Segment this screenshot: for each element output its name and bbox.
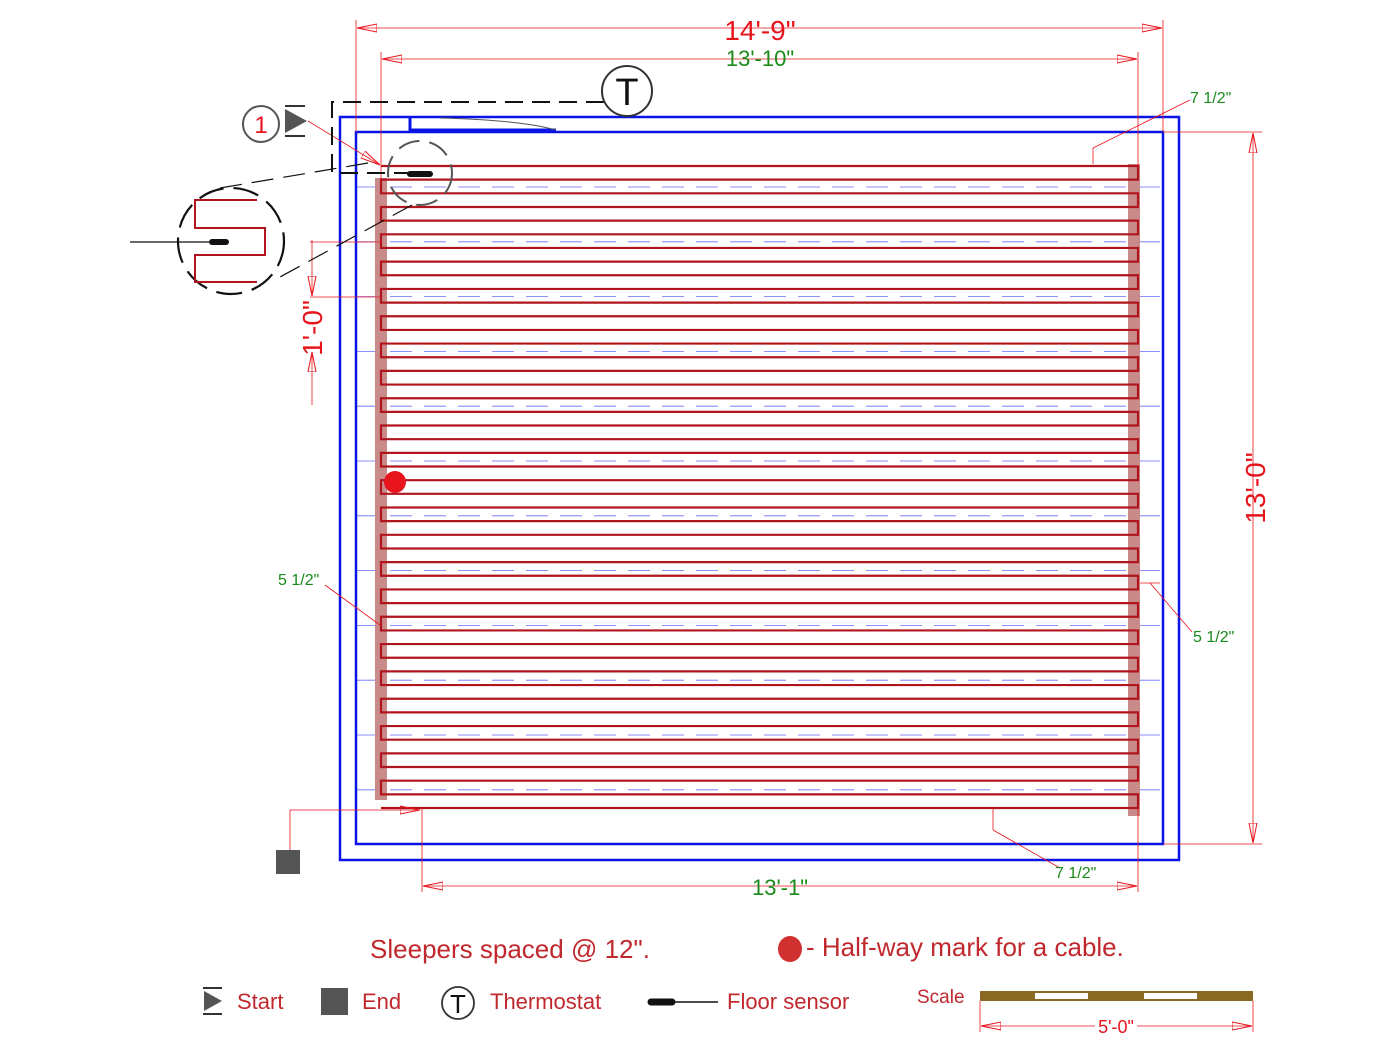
legend-start-label: Start [237,989,283,1014]
halfway-mark [384,471,406,493]
legend-start-icon [203,987,222,1015]
scale-label: Scale [917,987,965,1008]
start-number-circle [242,105,280,143]
legend-end-label: End [362,989,401,1014]
detail-callout-circle [387,140,453,206]
legend-thermostat-icon [441,986,475,1020]
sleepers-note: Sleepers spaced @ 12". [370,934,650,964]
start-number: 1 [254,112,267,139]
dimension-offset-bottom-right: 7 1/2" [1055,865,1096,882]
dimension-bottom-width: 13'-1" [752,875,808,900]
legend-end-icon [321,988,348,1015]
dimension-offset-top-right: 7 1/2" [1190,90,1231,107]
door-swing [439,117,557,131]
inner-wall [354,130,1165,846]
thermostat-conduit [331,101,604,174]
end-icon [276,850,300,874]
dimension-overall-width: 14'-9" [724,15,795,46]
scale-length: 5'-0" [1098,1017,1134,1037]
detail-circle [176,186,286,296]
dimension-overall-height: 13'-0" [1240,452,1271,523]
right-fixing-strip [1128,164,1140,816]
dimension-inner-width: 13'-10" [726,46,794,71]
scale-bar [980,991,1253,1001]
detail-leader-lines [219,162,413,278]
thermostat-symbol: T [615,72,638,114]
scale-length-bg [1095,1016,1137,1036]
legend-thermostat-label: Thermostat [490,989,601,1014]
dimension-offset-left: 5 1/2" [278,572,319,589]
halfway-legend-icon [778,936,802,962]
heating-cable [379,164,1140,810]
dimension-offset-right: 5 1/2" [1193,629,1234,646]
door-opening [408,117,556,132]
dimension-lines [289,20,1262,892]
start-icon [285,105,307,137]
legend-floor-sensor-label: Floor sensor [727,989,849,1014]
detail-cable-loop [194,199,266,283]
thermostat-icon [601,65,653,117]
legend-thermostat-symbol: T [450,989,466,1019]
halfway-note: - Half-way mark for a cable. [806,932,1124,962]
dimension-sleeper-spacing: 1'-0" [297,300,328,356]
outer-wall [338,115,1181,862]
